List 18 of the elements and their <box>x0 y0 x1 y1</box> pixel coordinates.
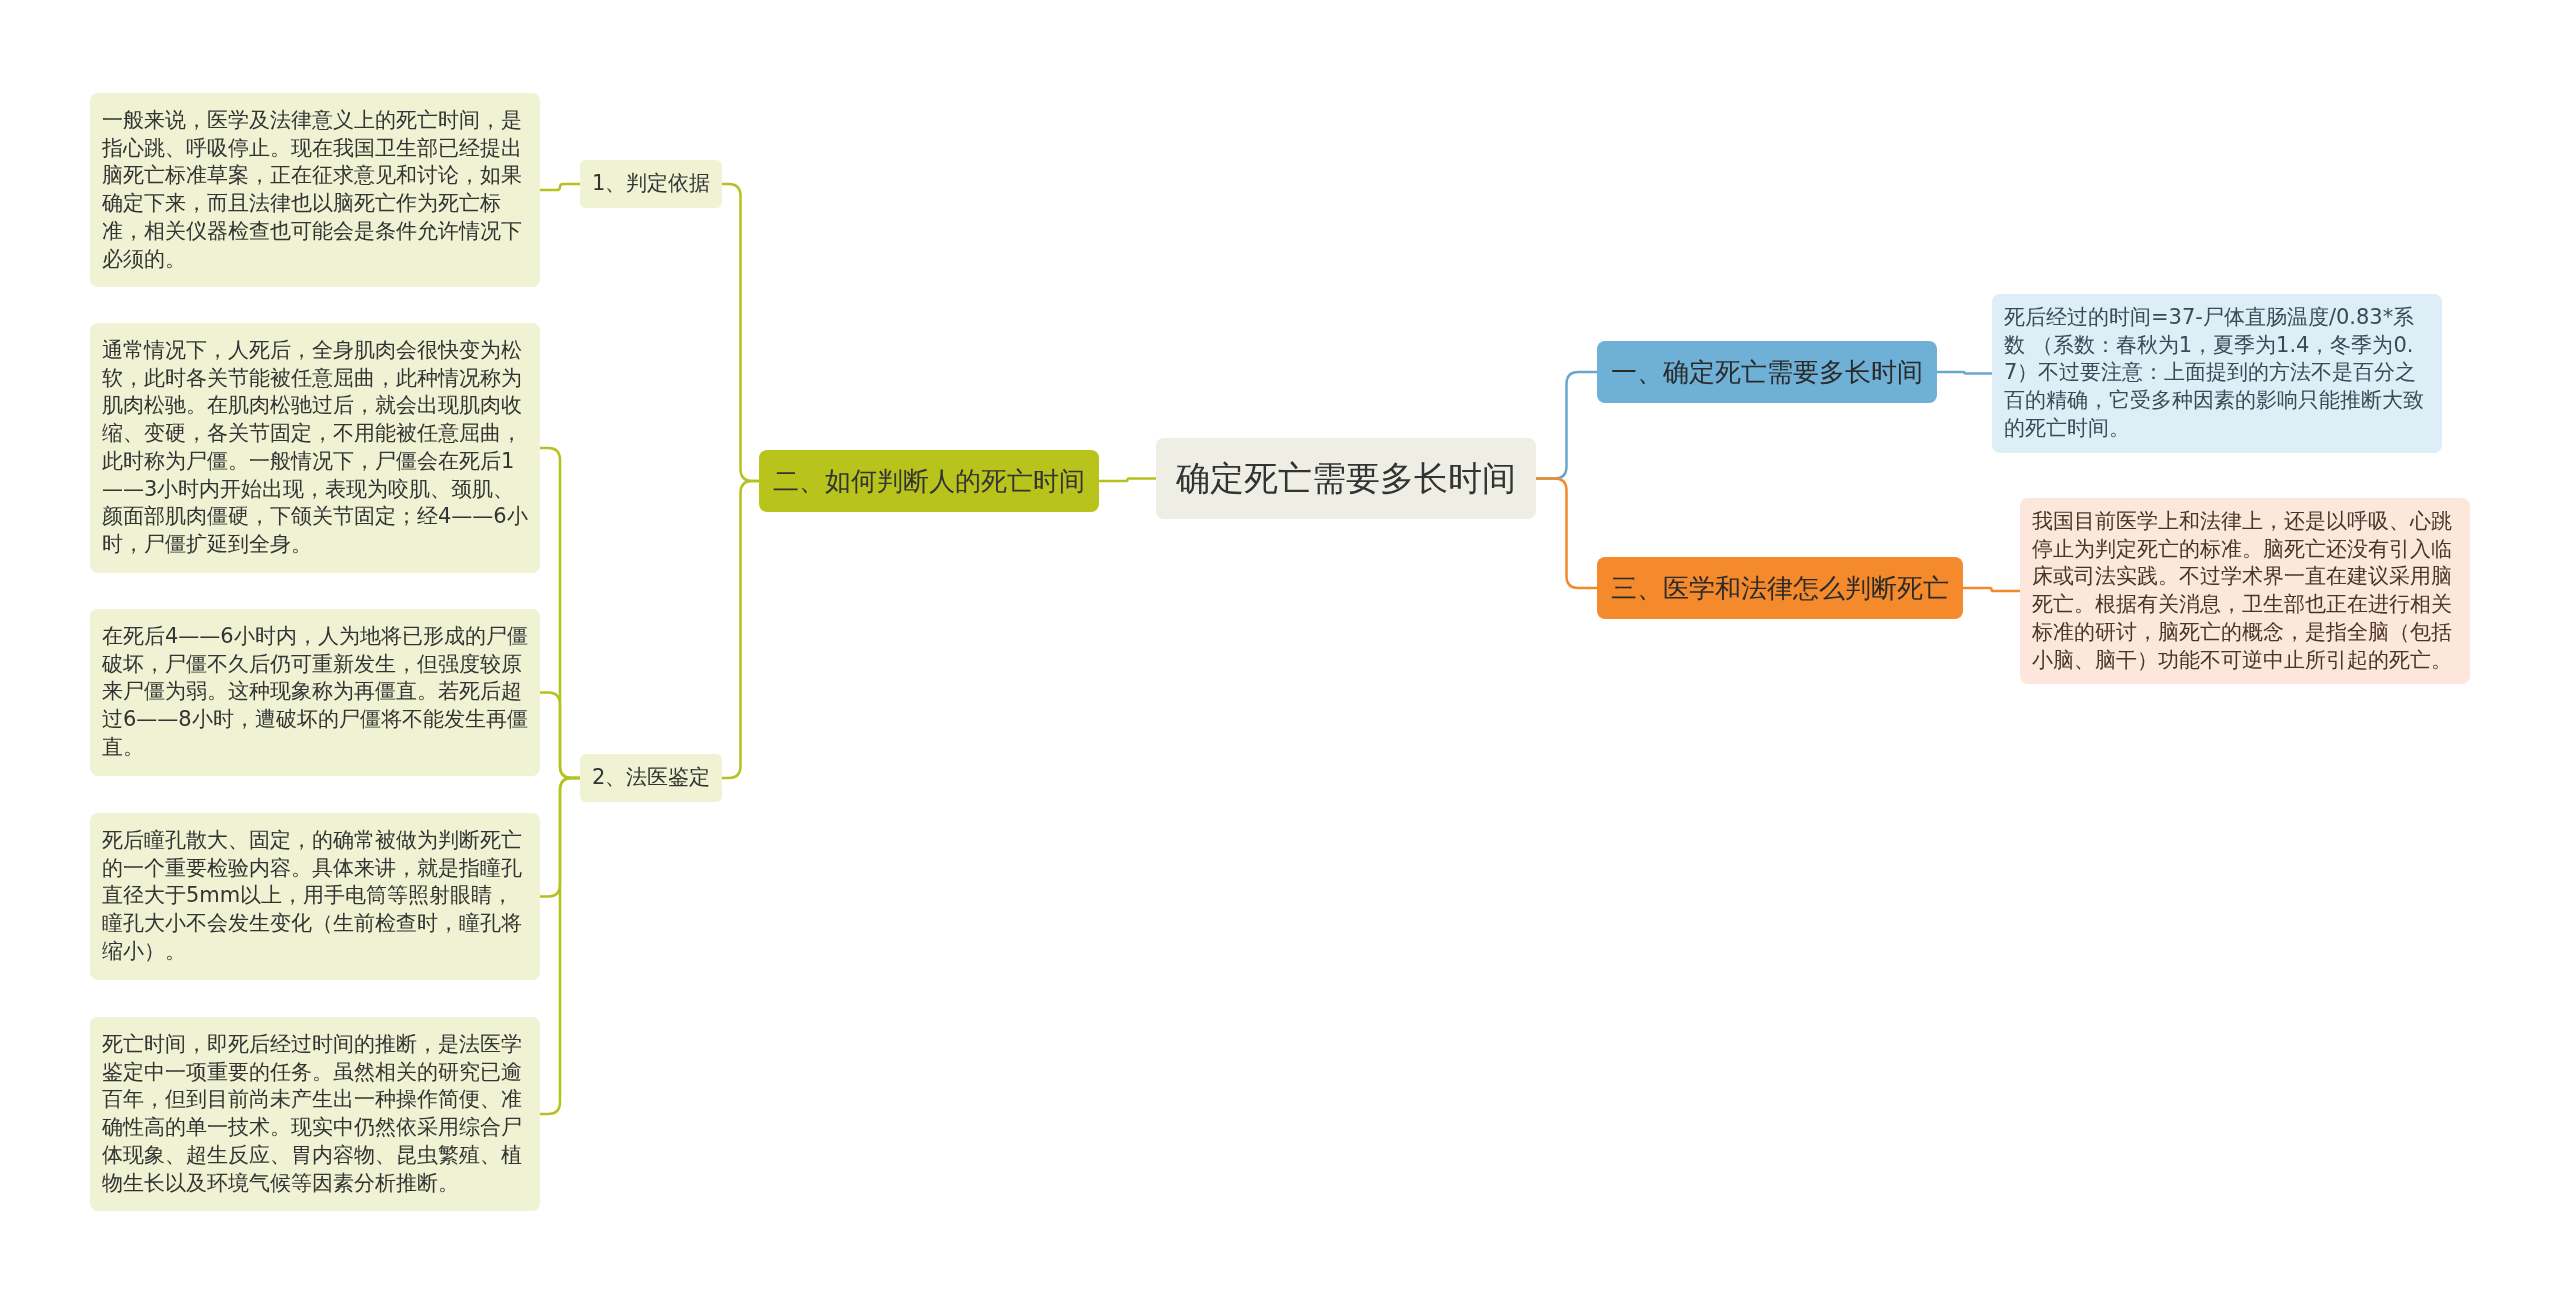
branch-topic: 二、如何判断人的死亡时间 <box>759 450 1099 513</box>
note-card: 在死后4——6小时内，人为地将已形成的尸僵破坏，尸僵不久后仍可重新发生，但强度较原来尸僵为弱。这种现象称为再僵直。若死后超过6——8小时，遭破坏的尸僵将不能发生再僵直。 <box>90 609 540 776</box>
connector-line <box>540 182 580 192</box>
note-card: 死后瞳孔散大、固定，的确常被做为判断死亡的一个重要检验内容。具体来讲，就是指瞳孔直径大于5mm以上，用手电筒等照射眼睛，瞳孔大小不会发生变化（生前检查时，瞳孔将缩小）。 <box>90 813 540 980</box>
connector-line <box>540 776 580 1116</box>
note-card: 死亡时间，即死后经过时间的推断，是法医学鉴定中一项重要的任务。虽然相关的研究已逾百年，但到目前尚未产生出一种操作简便、准确性高的单一技术。现实中仍然依采用综合尸体现象、超生反应、胃内容物、昆虫繁殖、植物生长以及环境气候等因素分析推断。 <box>90 1017 540 1212</box>
branch-topic: 一、确定死亡需要多长时间 <box>1597 341 1937 404</box>
connector-line <box>1963 586 2020 593</box>
note-card: 我国目前医学上和法律上，还是以呼吸、心跳停止为判定死亡的标准。脑死亡还没有引入临床或司法实践。不过学术界一直在建议采用脑死亡。根据有关消息，卫生部也正在进行相关标准的研讨，脑死亡的概念，是指全脑（包括小脑、脑干）功能不可逆中止所引起的死亡。 <box>2020 498 2470 685</box>
branch-topic: 三、医学和法律怎么判断死亡 <box>1597 557 1963 620</box>
note-card: 通常情况下，人死后，全身肌肉会很快变为松软，此时各关节能被任意屈曲，此种情况称为肌肉松驰。在肌肉松驰过后，就会出现肌肉收缩、变硬，各关节固定，不用能被任意屈曲，此时称为尸僵。一般情况下，尸僵会在死后1——3小时内开始出现，表现为咬肌、颈肌、颜面部肌肉僵硬，下颌关节固定；经4——6小时，尸僵扩延到全身。 <box>90 323 540 573</box>
connector-line <box>1099 477 1156 483</box>
subtopic: 1、判定依据 <box>580 160 723 208</box>
note-card: 一般来说，医学及法律意义上的死亡时间，是指心跳、呼吸停止。现在我国卫生部已经提出脑死亡标准草案，正在征求意见和讨论，如果确定下来，而且法律也以脑死亡作为死亡标准，相关仪器检查也可能会是条件允许情况下必须的。 <box>90 93 540 288</box>
subtopic: 2、法医鉴定 <box>580 754 723 802</box>
connector-line <box>1937 370 1992 375</box>
note-card: 死后经过的时间=37-尸体直肠温度/0.83*系数 （系数：春秋为1，夏季为1.4，冬季为0.7）不过要注意：上面提到的方法不是百分之百的精确，它受多种因素的影响只能推断大致的死亡时间。 <box>1992 294 2442 453</box>
central-topic: 确定死亡需要多长时间 <box>1156 438 1536 519</box>
